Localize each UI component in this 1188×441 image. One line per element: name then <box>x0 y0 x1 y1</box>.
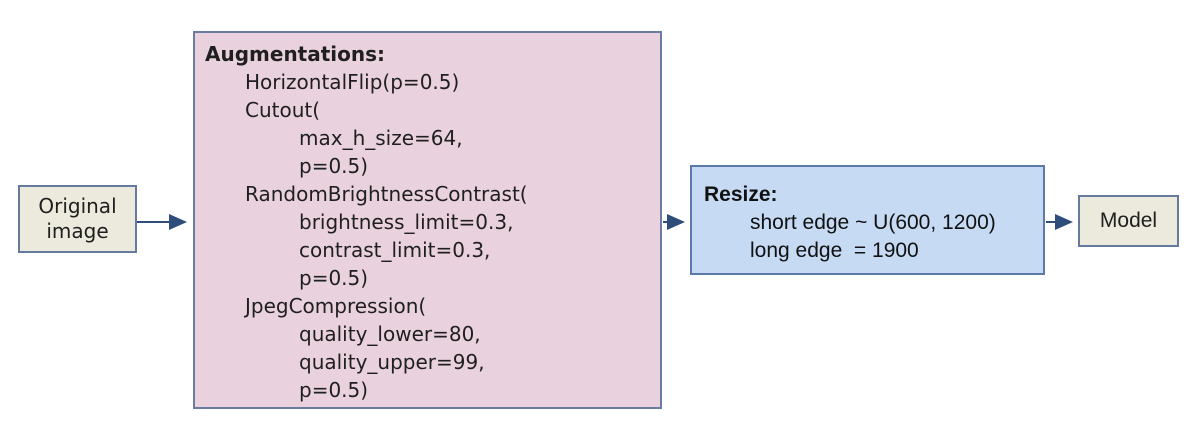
resize-line-short-edge: short edge ~ U(600, 1200) <box>750 211 996 234</box>
augmentation-line: max_h_size=64, <box>299 126 463 150</box>
augmentation-line: quality_lower=80, <box>299 322 481 346</box>
model-node: Model <box>1078 195 1179 247</box>
model-label: Model <box>1099 209 1158 232</box>
augmentation-line: p=0.5) <box>299 266 369 290</box>
augmentation-line: quality_upper=99, <box>299 350 485 374</box>
augmentation-line: Cutout( <box>245 98 321 122</box>
resize-line-long-edge: long edge = 1900 <box>750 239 919 262</box>
augmentation-line: RandomBrightnessContrast( <box>245 182 528 206</box>
augmentations-node: Augmentations: HorizontalFlip(p=0.5) Cut… <box>193 31 662 409</box>
augmentation-line: JpegCompression( <box>245 294 427 318</box>
augmentation-line: p=0.5) <box>299 154 369 178</box>
augmentation-line: brightness_limit=0.3, <box>299 210 514 234</box>
augmentation-line: p=0.5) <box>299 378 369 402</box>
original-image-label-line2: image <box>46 219 109 243</box>
augmentation-line: contrast_limit=0.3, <box>299 238 491 262</box>
original-image-label-line1: Original <box>38 194 117 218</box>
augmentations-title: Augmentations: <box>205 42 386 66</box>
resize-title: Resize: <box>704 183 778 206</box>
augmentation-line: HorizontalFlip(p=0.5) <box>245 70 460 94</box>
resize-node: Resize: short edge ~ U(600, 1200) long e… <box>690 165 1045 275</box>
original-image-node: Original image <box>18 185 137 253</box>
